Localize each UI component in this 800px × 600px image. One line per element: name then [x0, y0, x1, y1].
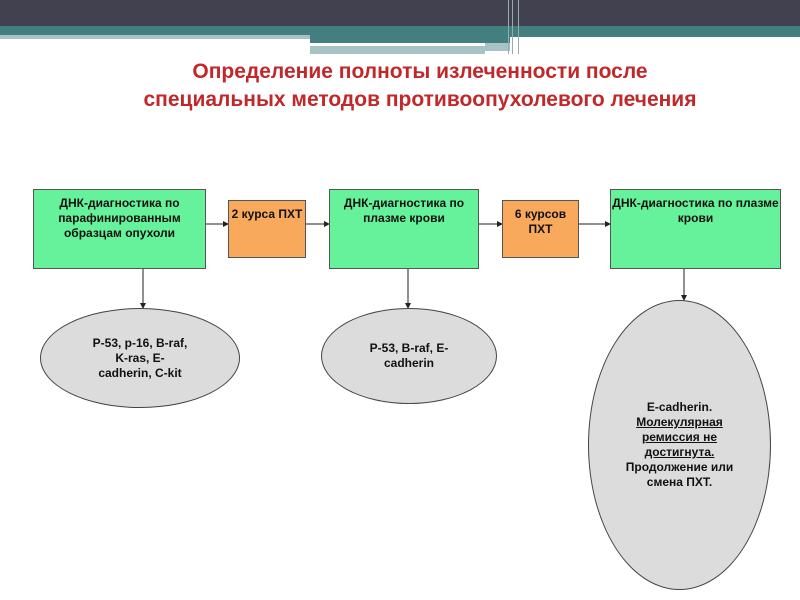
recommendation-text: Продолжение или смена ПХТ.: [625, 460, 734, 489]
ellipse-text: E-cadherin. Молекулярная ремиссия не дос…: [624, 400, 735, 490]
slide-header-bar: [0, 0, 800, 26]
chemo-6-courses-box: 6 курсов ПХТ: [502, 200, 579, 258]
dna-diagnostics-plasma-box-2: ДНК-диагностика по плазме крови: [610, 189, 781, 269]
dna-diagnostics-paraffin-box: ДНК-диагностика по парафинированным обра…: [33, 189, 206, 269]
marker-text: E-cadherin.: [646, 400, 713, 414]
ellipse-text: P-53, B-raf, E-cadherin: [369, 341, 449, 370]
markers-ellipse-1: P-53, p-16, B-raf, K-ras, E-cadherin, C-…: [40, 308, 240, 408]
chemo-2-courses-box: 2 курса ПХТ: [228, 200, 306, 258]
header-accent-band: [0, 26, 800, 37]
header-line: [518, 0, 519, 54]
header-line: [508, 0, 509, 54]
ellipse-text: P-53, p-16, B-raf, K-ras, E-cadherin, C-…: [92, 335, 188, 380]
remission-status-text: Молекулярная ремиссия не достигнута.: [636, 415, 723, 459]
header-line: [512, 0, 513, 54]
slide-title: Определение полноты излеченности после с…: [143, 60, 697, 111]
header-strip: [485, 43, 510, 51]
markers-ellipse-2: P-53, B-raf, E-cadherin: [321, 308, 497, 404]
result-ellipse: E-cadherin. Молекулярная ремиссия не дос…: [588, 300, 771, 590]
header-strip: [310, 46, 485, 54]
header-accent-band-right: [310, 37, 510, 43]
header-strip: [0, 35, 310, 39]
dna-diagnostics-plasma-box: ДНК-диагностика по плазме крови: [329, 189, 479, 269]
